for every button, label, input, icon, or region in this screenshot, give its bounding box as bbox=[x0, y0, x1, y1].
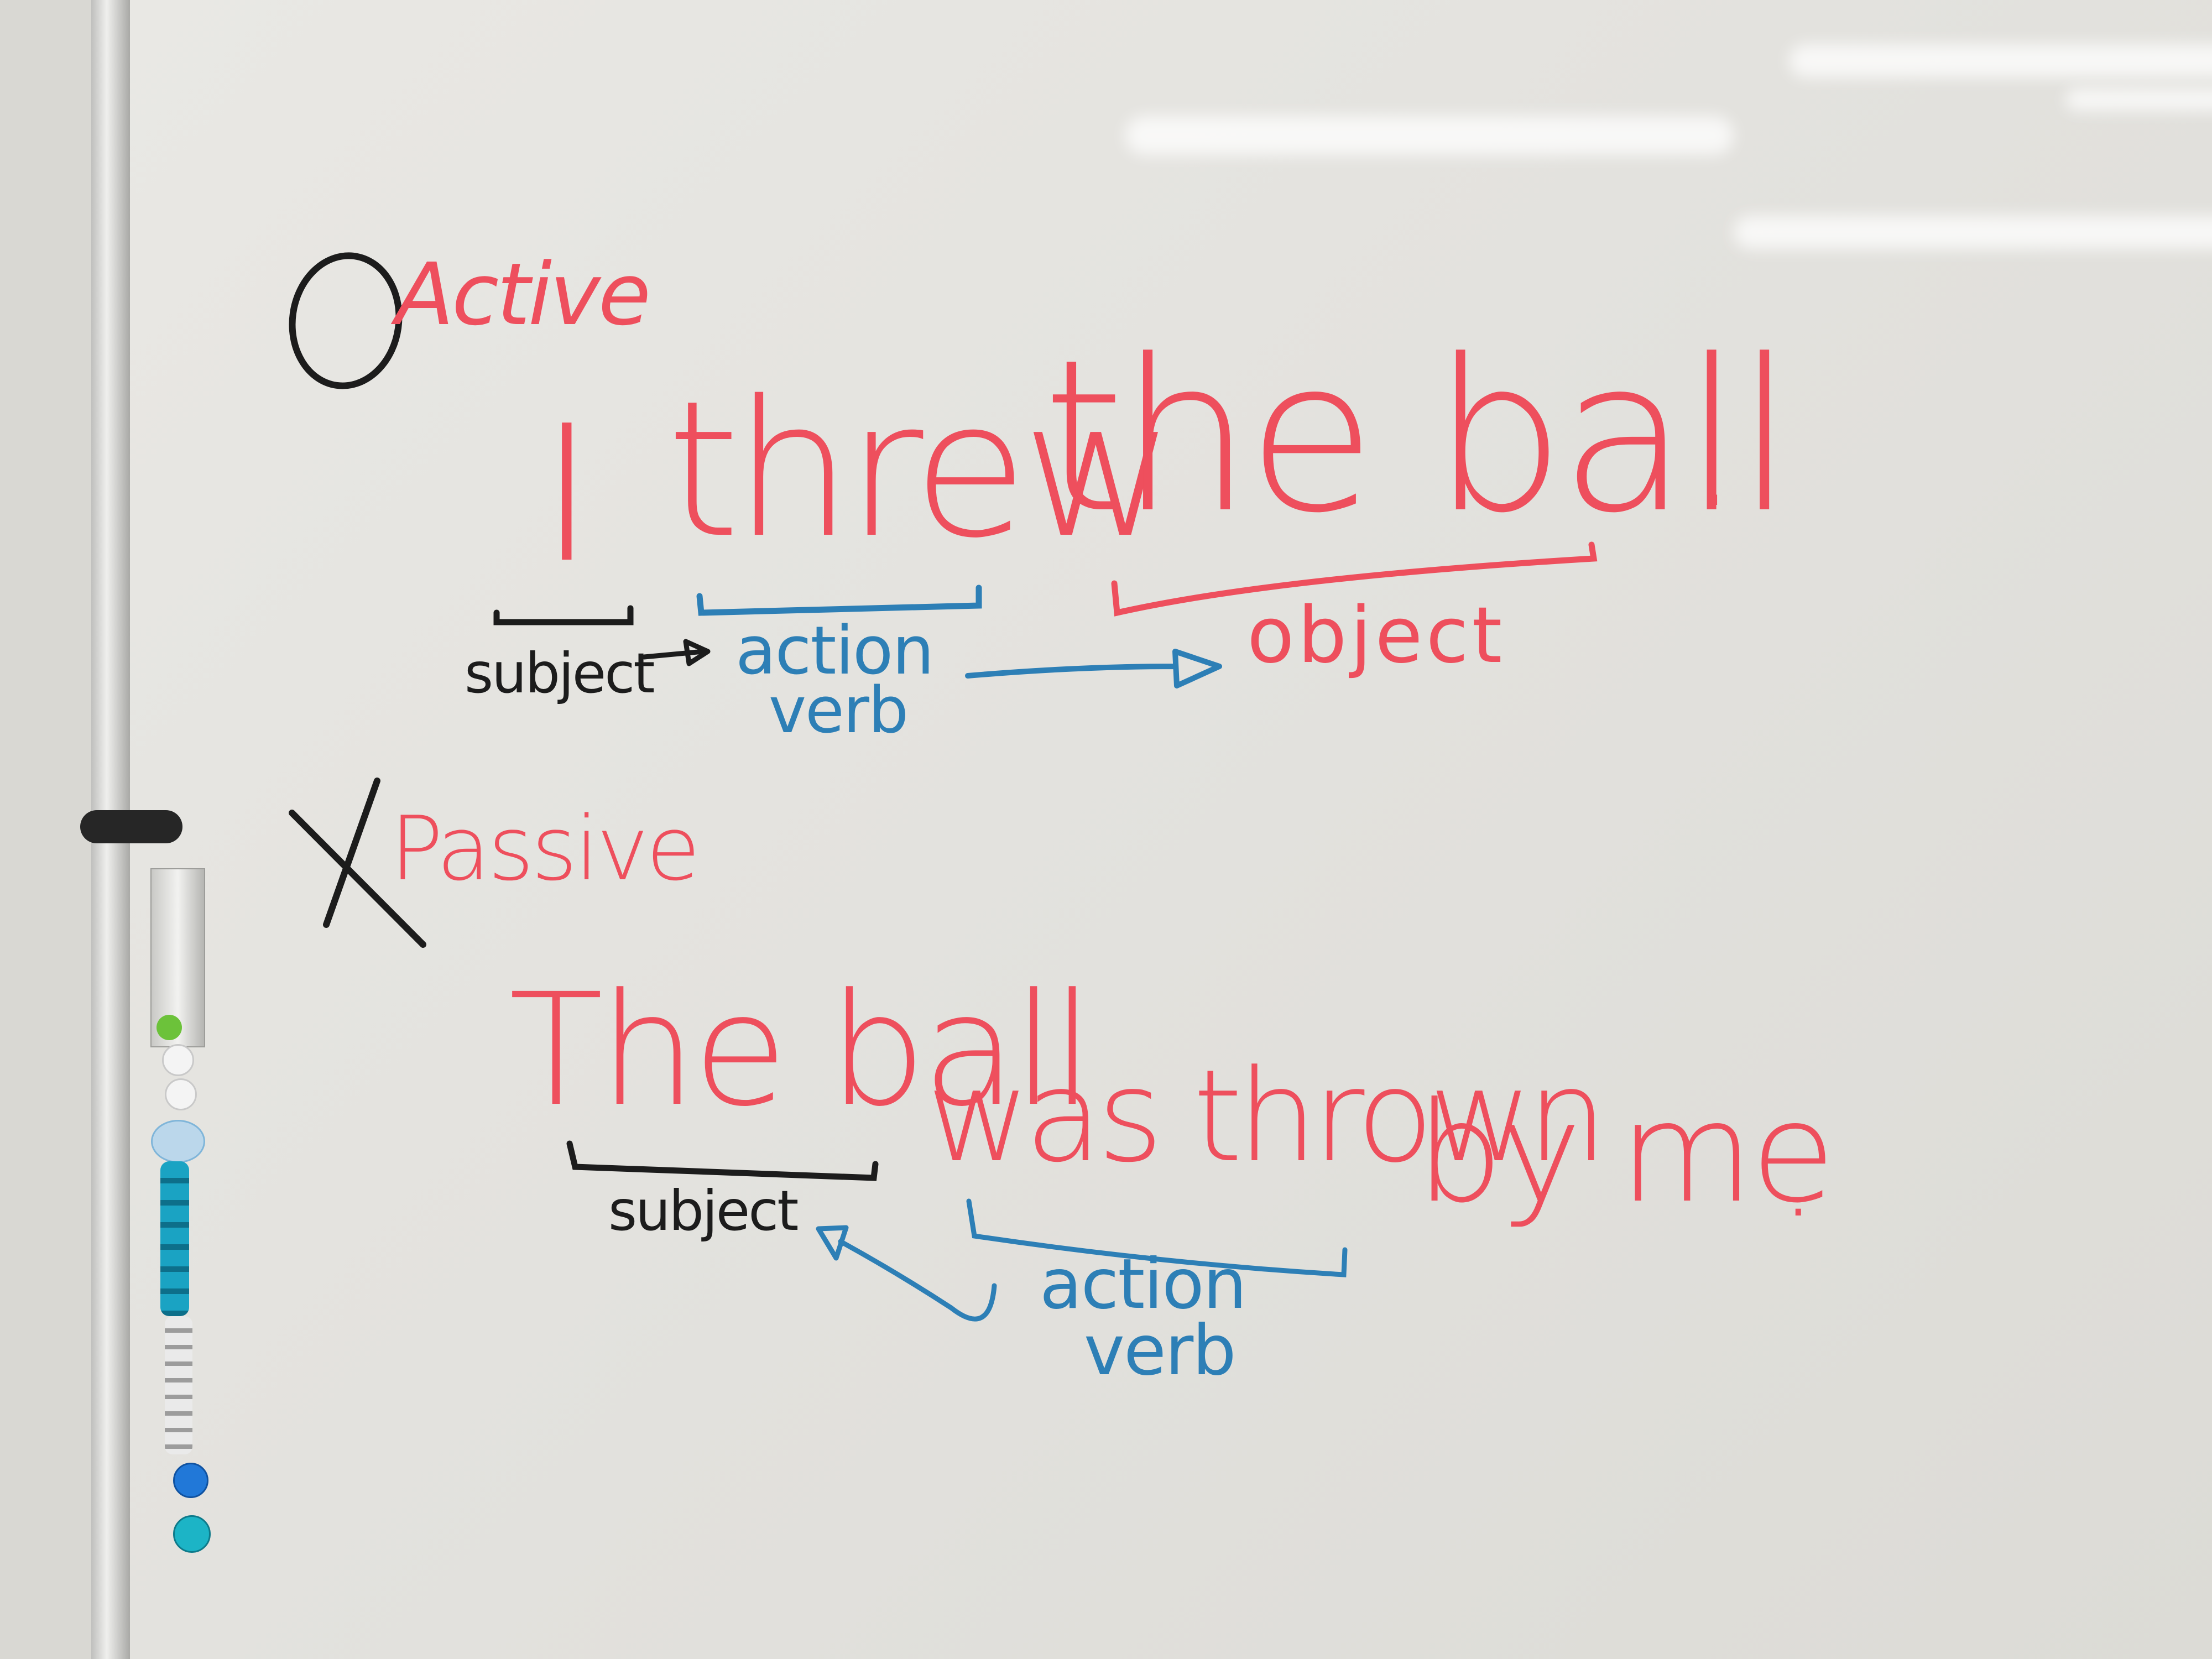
arrow-subject-to-verb bbox=[641, 639, 711, 666]
active-object-words: the ball bbox=[1042, 314, 1794, 559]
active-heading: Active bbox=[395, 244, 651, 345]
verb-bracket-passive bbox=[966, 1198, 1348, 1277]
light-glare bbox=[1125, 116, 1734, 155]
active-object-label: object bbox=[1247, 591, 1506, 681]
green-magnet bbox=[156, 1015, 182, 1040]
cross-mark-icon bbox=[289, 778, 426, 948]
light-glare bbox=[1789, 44, 2212, 77]
passive-period: . bbox=[1781, 1113, 1816, 1242]
teal-magnet bbox=[173, 1515, 211, 1553]
arrow-verb-to-object bbox=[965, 649, 1222, 688]
eraser-handle bbox=[80, 810, 182, 843]
passive-subject-label: subject bbox=[608, 1178, 799, 1243]
active-verb-word: threw bbox=[666, 361, 1175, 580]
verb-bracket-active bbox=[696, 585, 982, 616]
active-verb-label-line1: action bbox=[735, 613, 934, 690]
passive-verb-words: was thrown bbox=[926, 1043, 1608, 1191]
blue-magnet bbox=[173, 1463, 208, 1498]
subject-bracket-active bbox=[493, 605, 634, 625]
arrow-verb-to-subject bbox=[816, 1225, 997, 1322]
active-verb-label-line2: verb bbox=[769, 674, 909, 748]
light-glare bbox=[1734, 216, 2212, 249]
whiteboard-surface bbox=[130, 0, 2212, 1659]
object-bracket-active bbox=[1111, 541, 1598, 617]
passive-verb-label-line2: verb bbox=[1084, 1311, 1237, 1391]
passive-verb-label-line1: action bbox=[1040, 1244, 1247, 1324]
clear-magnet-stack bbox=[165, 1316, 192, 1454]
light-glare bbox=[2065, 88, 2212, 111]
white-magnet bbox=[162, 1044, 194, 1076]
passive-heading: Passive bbox=[390, 797, 701, 900]
subject-bracket-passive bbox=[566, 1140, 879, 1181]
active-subject-word: I bbox=[539, 385, 595, 604]
white-magnet bbox=[165, 1078, 197, 1110]
circle-mark-icon bbox=[289, 252, 403, 389]
active-period: . bbox=[1687, 351, 1740, 544]
passive-agent-words: by me bbox=[1416, 1072, 1835, 1233]
passive-subject-words: The ball bbox=[509, 961, 1094, 1141]
teal-magnet-stack bbox=[160, 1161, 189, 1316]
active-subject-label: subject bbox=[465, 641, 655, 706]
